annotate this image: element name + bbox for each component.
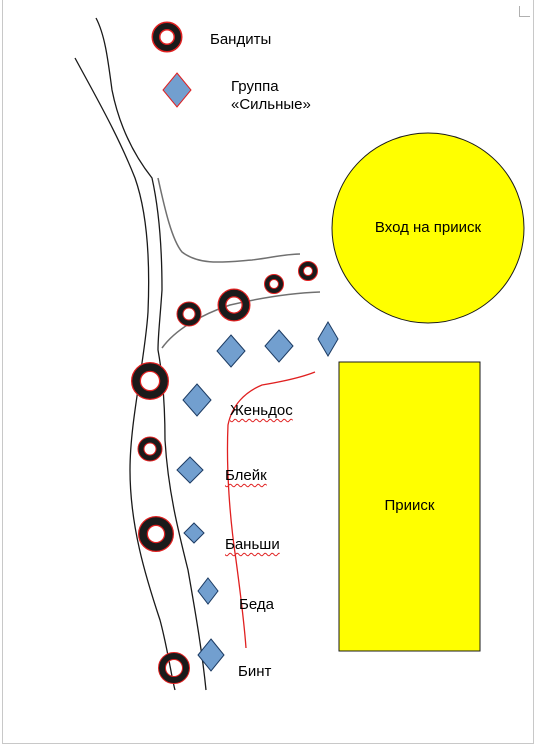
road-branch-upper <box>157 177 301 263</box>
member-name-label: Женьдос <box>230 402 293 419</box>
road-middle-line <box>95 17 207 691</box>
member-name-label: Блейк <box>225 467 267 484</box>
legend-group-label-line2: «Сильные» <box>231 96 311 113</box>
mine-rectangle <box>338 361 481 652</box>
member-name-label: Бинт <box>238 663 272 680</box>
member-name-label: Баньши <box>225 536 280 553</box>
mine-label: Прииск <box>384 497 435 514</box>
road-branch-lower <box>161 291 321 349</box>
bandit-ring-icon <box>158 652 190 684</box>
group-diamond-icon <box>264 329 294 363</box>
group-diamond-icon <box>216 334 246 368</box>
legend-group-label-line1: Группа <box>231 78 279 95</box>
group-diamond-icon <box>176 456 204 484</box>
group-markers <box>176 321 339 672</box>
bandit-markers <box>131 261 318 684</box>
bandit-ring-icon <box>298 261 318 281</box>
legend-bandit-icon-ring <box>153 23 181 51</box>
bandit-ring-icon <box>137 436 163 462</box>
bandit-ring-icon <box>138 516 174 552</box>
bandit-ring-icon <box>176 301 202 327</box>
group-diamond-icon <box>317 321 339 357</box>
red-route-line <box>226 371 316 649</box>
member-name-label: Беда <box>239 596 274 613</box>
mine-entrance-label: Вход на прииск <box>374 219 482 236</box>
group-diamond-icon <box>182 383 212 417</box>
group-diamond-icon <box>197 577 219 605</box>
legend-group-icon <box>162 72 192 108</box>
bandit-ring-icon <box>217 288 251 322</box>
mine-entrance-circle <box>331 132 525 324</box>
group-diamond-icon <box>197 638 225 672</box>
bandit-ring-icon <box>131 362 169 400</box>
bandit-ring-icon <box>264 274 284 294</box>
group-diamond-icon <box>183 522 205 544</box>
legend-bandits-label: Бандиты <box>210 31 272 48</box>
page-corner-mark <box>519 6 530 17</box>
